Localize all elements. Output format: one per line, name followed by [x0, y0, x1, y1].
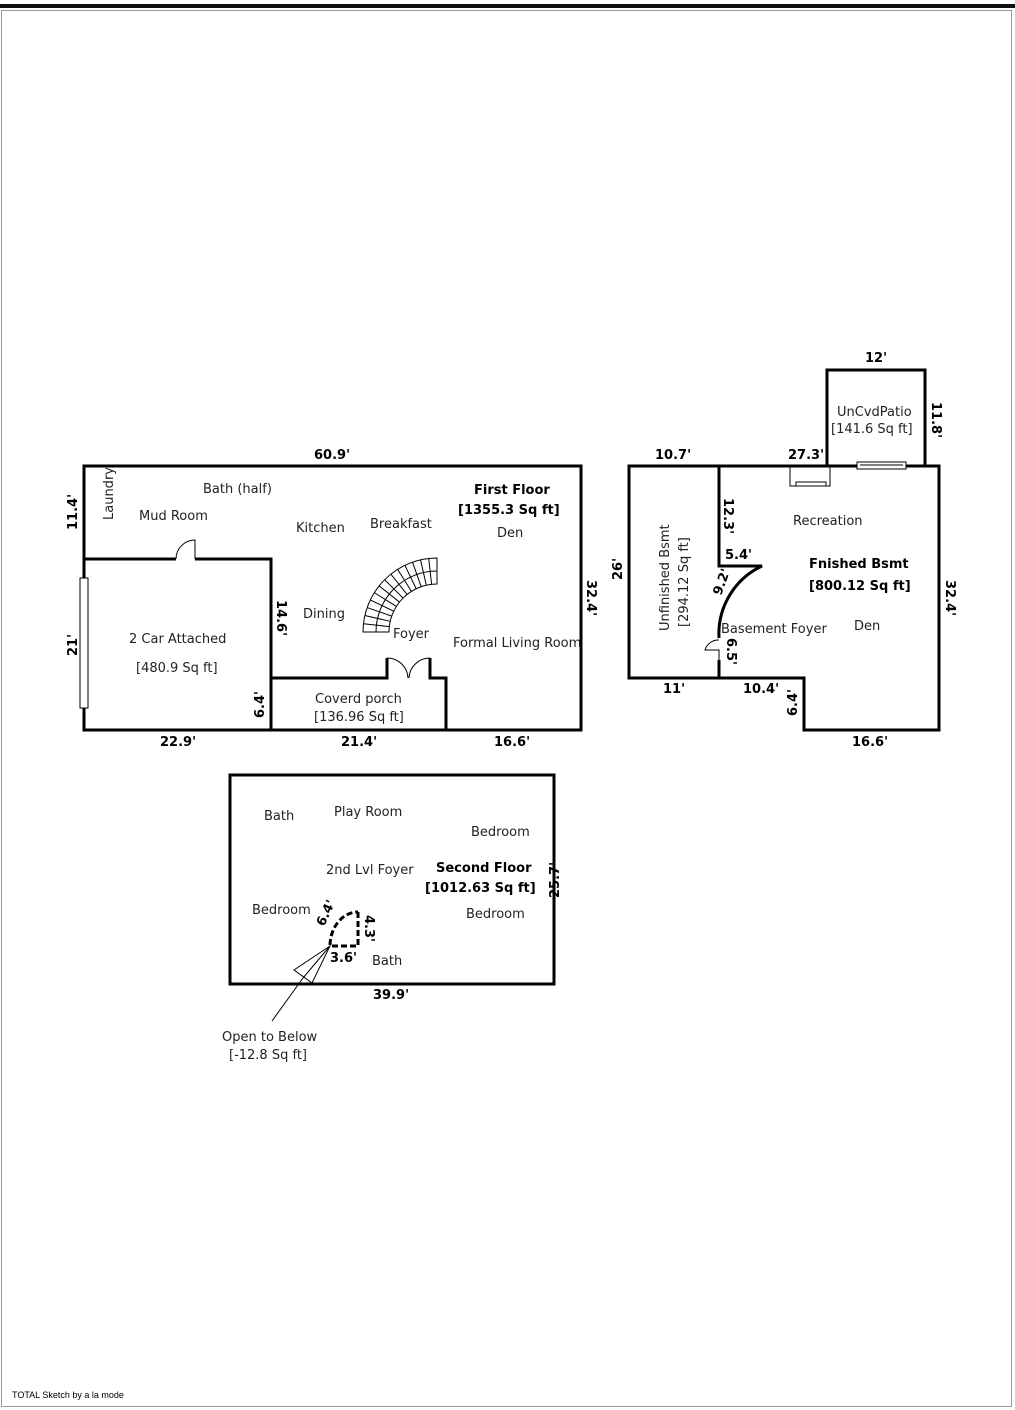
dimension-label: 12' [865, 351, 887, 366]
dimension-label: 3.6' [330, 951, 357, 966]
dimension-label: 14.6' [273, 600, 288, 636]
room-label: Unfinished Bsmt [658, 524, 673, 631]
second-floor-plan: Bath Play Room Bedroom 2nd Lvl Foyer Sec… [222, 773, 563, 1063]
dimension-label: 5.4' [725, 548, 752, 563]
room-area: [480.9 Sq ft] [136, 661, 218, 676]
room-label: Open to Below [222, 1030, 318, 1045]
room-label: 2nd Lvl Foyer [326, 863, 414, 878]
second-floor-outline [228, 773, 556, 986]
floor-area: [1355.3 Sq ft] [458, 503, 560, 518]
room-label: Den [854, 619, 880, 634]
room-label: Breakfast [370, 517, 432, 532]
stair-tread [370, 599, 394, 612]
dimension-label: 11' [663, 682, 685, 697]
garage-door-icon [79, 577, 89, 709]
dimension-label: 26' [611, 558, 626, 580]
room-label: Formal Living Room [453, 636, 581, 651]
room-label: Bath [264, 809, 294, 824]
room-label: Bedroom [252, 903, 311, 918]
room-area: [136.96 Sq ft] [314, 710, 404, 725]
garage-wall [84, 557, 273, 730]
door-icon [175, 539, 196, 560]
stair-tread [428, 558, 433, 585]
open-to-below-area [328, 910, 360, 948]
room-area: [141.6 Sq ft] [831, 422, 913, 437]
room-label: UnCvdPatio [837, 405, 912, 420]
room-label: Bath (half) [203, 482, 272, 497]
dimension-label: 6.4' [253, 691, 268, 718]
dimension-label: 32.4' [583, 580, 598, 616]
stair-tread [397, 569, 412, 592]
floor-title: First Floor [474, 483, 550, 498]
room-label: Den [497, 526, 523, 541]
dimension-label: 27.3' [788, 448, 824, 463]
room-label: 2 Car Attached [129, 632, 226, 647]
stair-tread [412, 561, 422, 587]
top-border [0, 4, 1015, 8]
stair-tread [364, 615, 391, 622]
room-label: Dining [303, 607, 345, 622]
dimension-label: 10.7' [655, 448, 691, 463]
dimension-label: 6.4' [786, 689, 801, 716]
dimension-label: 10.4' [743, 682, 779, 697]
dimension-label: 16.6' [494, 735, 530, 750]
footer-credit: TOTAL Sketch by a la mode [12, 1390, 124, 1400]
room-label: Laundry [102, 467, 117, 520]
stair-tread [384, 579, 404, 599]
first-floor-plan: Laundry Bath (half) Mud Room Kitchen Bre… [66, 448, 598, 750]
room-area: [-12.8 Sq ft] [229, 1048, 307, 1063]
double-door-icon [386, 657, 431, 679]
dimension-label: 32.4' [942, 580, 957, 616]
fireplace-hearth-icon [795, 481, 827, 487]
stair-tread [404, 565, 417, 589]
curved-stairs-icon [362, 557, 438, 633]
room-label: Recreation [793, 514, 863, 529]
dimension-label: 12.3' [720, 498, 735, 534]
floor-area: [800.12 Sq ft] [809, 579, 911, 594]
door-icon [704, 639, 720, 660]
room-label: Bath [372, 954, 402, 969]
dimension-label: 11.4' [66, 494, 81, 530]
dimension-label: 11.8' [928, 402, 943, 438]
floor-area: [1012.63 Sq ft] [425, 881, 536, 896]
dimension-label: 25.7' [548, 862, 563, 898]
room-label: Play Room [334, 805, 402, 820]
dimension-label: 21.4' [341, 735, 377, 750]
floor-title: Fnished Bsmt [809, 557, 909, 572]
basement-plan: UnCvdPatio [141.6 Sq ft] Recreation Fnis… [611, 351, 957, 750]
basement-outline [627, 464, 941, 732]
stair-tread [366, 607, 392, 617]
stair-tread [420, 559, 427, 586]
room-label: Bedroom [471, 825, 530, 840]
stair-tread [363, 623, 390, 628]
dimension-label: 4.3' [361, 915, 376, 942]
stair-tread [378, 585, 400, 603]
floor-title: Second Floor [436, 861, 532, 876]
dimension-label: 21' [66, 634, 81, 656]
porch-wall [271, 658, 448, 730]
open-to-below-pointer [271, 944, 332, 1022]
page-frame [1, 10, 1012, 1407]
room-label: Mud Room [139, 509, 208, 524]
room-label: Basement Foyer [721, 622, 827, 637]
room-area: [294.12 Sq ft] [677, 537, 692, 627]
dimension-label: 60.9' [314, 448, 350, 463]
room-label: Bedroom [466, 907, 525, 922]
dimension-label: 39.9' [373, 988, 409, 1003]
dimension-label: 16.6' [852, 735, 888, 750]
room-label: Foyer [393, 627, 430, 642]
room-label: Coverd porch [315, 692, 402, 707]
room-label: Kitchen [296, 521, 345, 536]
dimension-label: 6.5' [723, 638, 738, 665]
stair-tread [374, 592, 397, 607]
dimension-label: 22.9' [160, 735, 196, 750]
stair-tread [390, 573, 408, 595]
basement-interior-wall [717, 466, 763, 678]
